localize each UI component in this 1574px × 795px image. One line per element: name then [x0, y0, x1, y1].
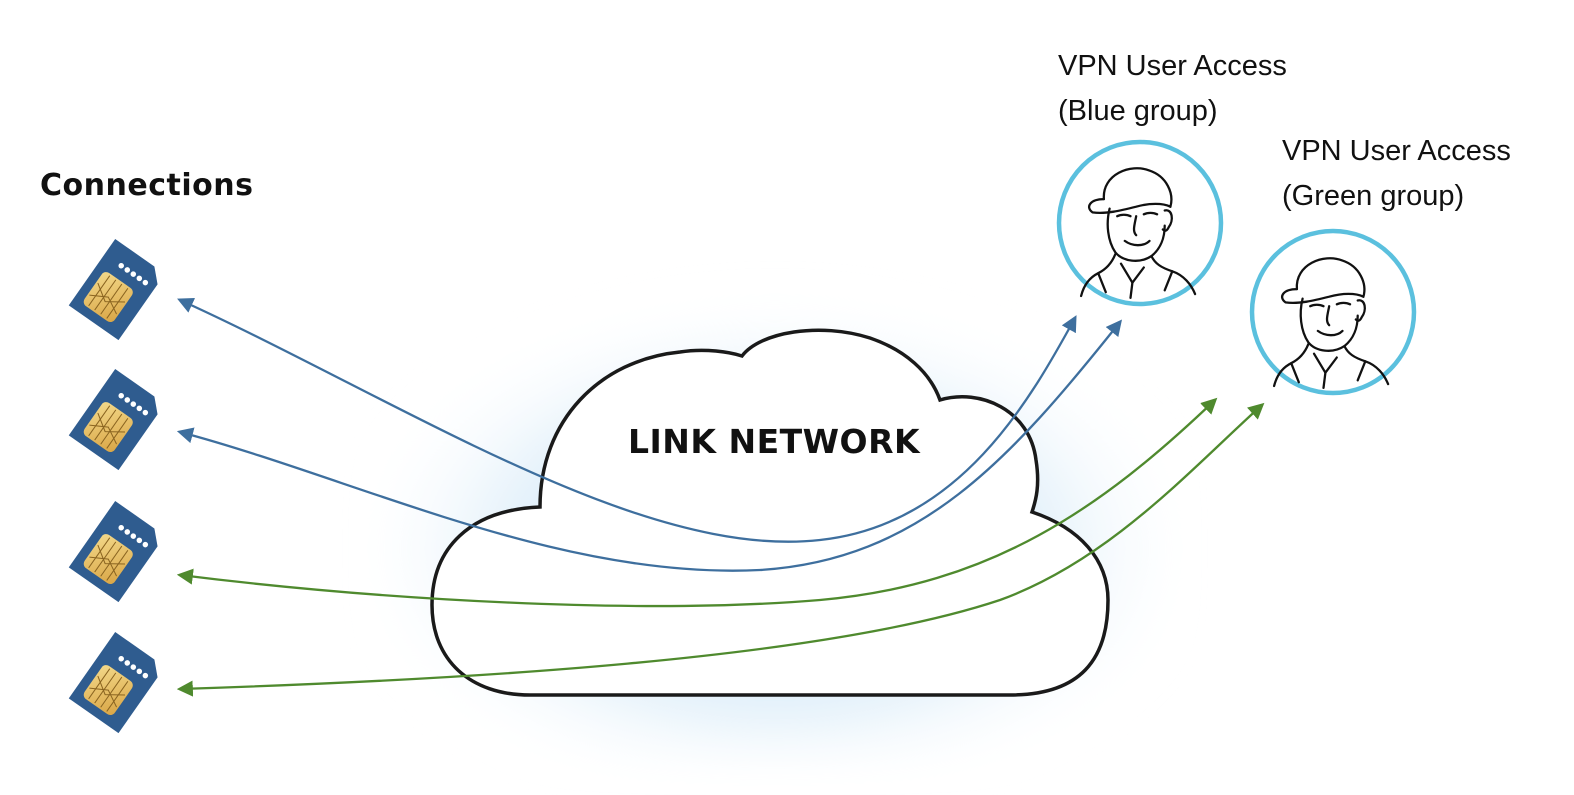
- vpn-green-label-line1: VPN User Access: [1282, 135, 1511, 167]
- vpn-green-group-label: VPN User Access (Green group): [1282, 129, 1511, 219]
- sim-card-icon: [68, 631, 166, 734]
- vpn-blue-group-label: VPN User Access (Blue group): [1058, 44, 1287, 134]
- sim-card-icon: [68, 500, 166, 603]
- connection-arrow-green-2: [176, 402, 1265, 697]
- avatar-blue-group: [1056, 139, 1224, 307]
- vpn-blue-label-line1: VPN User Access: [1058, 50, 1287, 82]
- vpn-green-label-line2: (Green group): [1282, 180, 1465, 212]
- sim-card-icon: [68, 238, 166, 341]
- vpn-blue-label-line2: (Blue group): [1058, 95, 1218, 127]
- connections-title: Connections: [40, 168, 254, 203]
- avatar-green-group: [1249, 228, 1417, 396]
- sim-card-icon: [68, 368, 166, 471]
- cloud-label: LINK NETWORK: [628, 422, 921, 461]
